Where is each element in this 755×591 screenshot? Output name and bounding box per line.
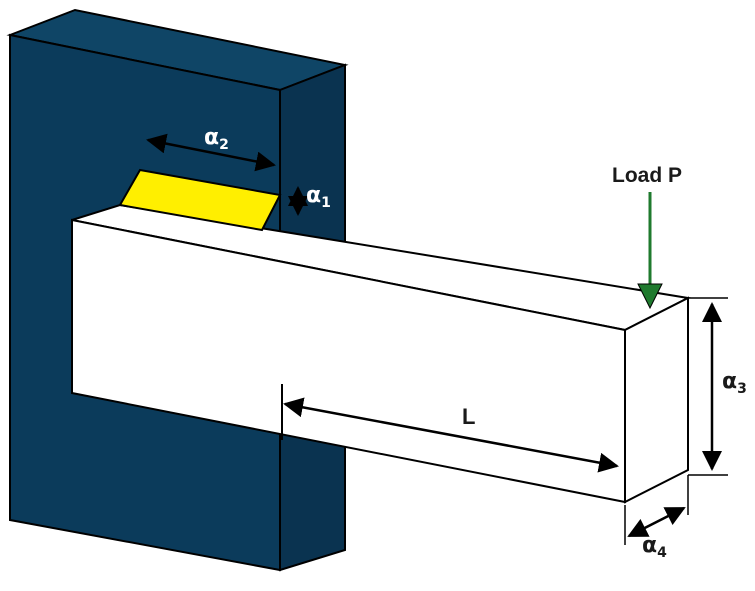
- alpha2-dimension-arrow: [146, 133, 276, 172]
- alpha3-label: α3: [722, 369, 747, 397]
- alpha4-dimension-arrow: [627, 506, 686, 538]
- length-label: L: [462, 404, 475, 429]
- load-arrow: [637, 192, 663, 310]
- alpha2-label: α2: [204, 125, 229, 153]
- load-label: Load P: [612, 164, 682, 187]
- alpha4-label: α4: [642, 533, 667, 561]
- weld-bead: [118, 168, 282, 232]
- alpha1-label: α1: [306, 183, 331, 211]
- length-dimension-arrow: [283, 397, 619, 473]
- beam-end-face: [624, 296, 689, 504]
